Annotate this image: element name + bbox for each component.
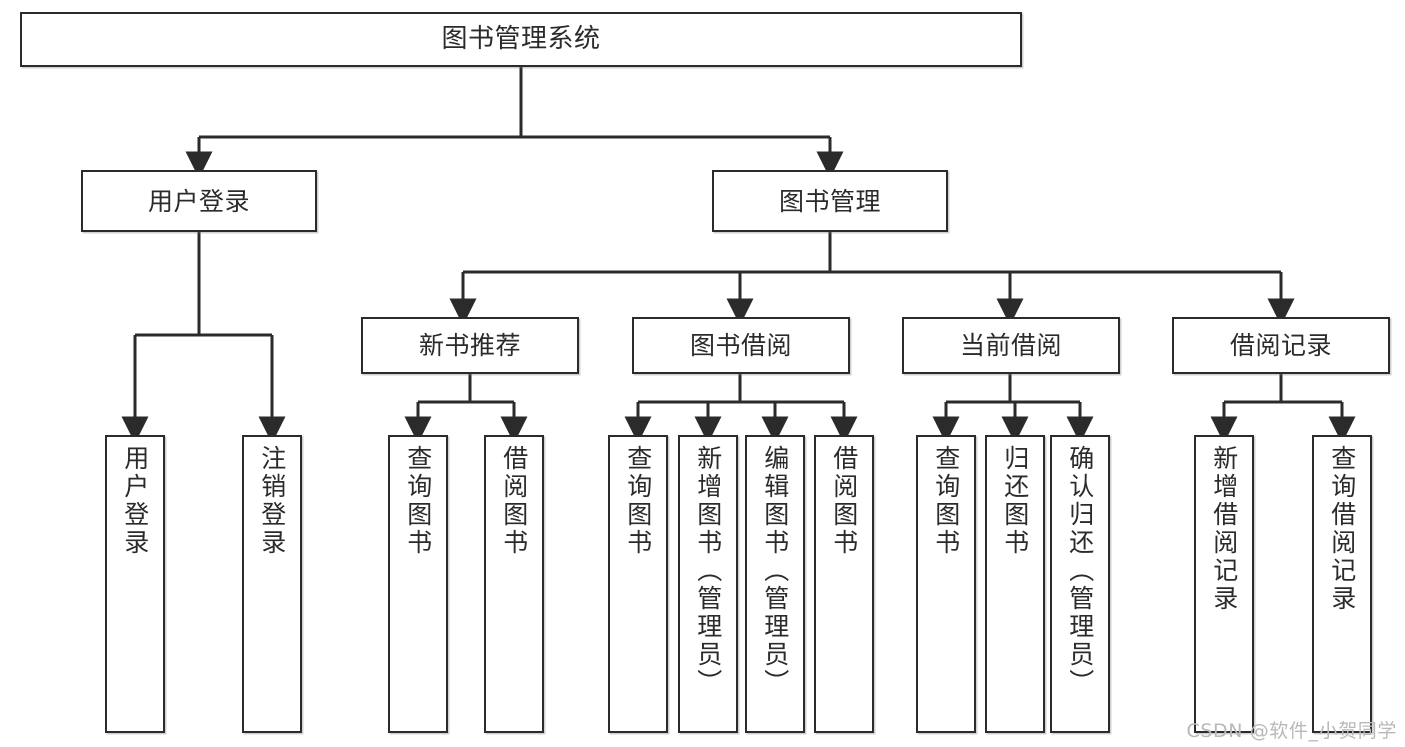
node-leaf-rec-borrow-label: 借阅图书: [499, 445, 529, 557]
node-leaf-borrow-do-label: 借阅图书: [829, 445, 859, 557]
node-leaf-current-confirm[interactable]: 确认归还（管理员）: [1050, 435, 1110, 733]
node-leaf-user-login-label: 用户登录: [120, 445, 150, 557]
node-leaf-user-logout-label: 注销登录: [257, 445, 287, 557]
node-leaf-record-add[interactable]: 新增借阅记录: [1194, 435, 1254, 733]
node-book-manage[interactable]: 图书管理: [712, 170, 948, 232]
node-leaf-record-query[interactable]: 查询借阅记录: [1312, 435, 1372, 733]
node-new-book-rec[interactable]: 新书推荐: [361, 317, 579, 374]
node-leaf-borrow-add-label: 新增图书（管理员）: [693, 445, 723, 697]
node-leaf-current-confirm-label: 确认归还（管理员）: [1065, 445, 1095, 697]
node-book-manage-label: 图书管理: [778, 186, 881, 216]
node-leaf-borrow-query[interactable]: 查询图书: [608, 435, 668, 733]
node-current-borrow-label: 当前借阅: [959, 331, 1062, 360]
node-leaf-record-query-label: 查询借阅记录: [1327, 445, 1357, 613]
node-leaf-rec-query[interactable]: 查询图书: [388, 435, 448, 733]
node-leaf-rec-borrow[interactable]: 借阅图书: [484, 435, 544, 733]
node-leaf-current-query[interactable]: 查询图书: [916, 435, 976, 733]
node-root-label: 图书管理系统: [441, 24, 601, 55]
node-leaf-borrow-query-label: 查询图书: [623, 445, 653, 557]
node-leaf-borrow-edit-label: 编辑图书（管理员）: [760, 445, 790, 697]
node-leaf-borrow-do[interactable]: 借阅图书: [814, 435, 874, 733]
node-new-book-rec-label: 新书推荐: [418, 331, 521, 360]
node-user-login[interactable]: 用户登录: [81, 170, 317, 232]
node-root[interactable]: 图书管理系统: [20, 12, 1022, 67]
node-borrow-record[interactable]: 借阅记录: [1172, 317, 1390, 374]
node-leaf-current-return[interactable]: 归还图书: [985, 435, 1045, 733]
node-leaf-borrow-add[interactable]: 新增图书（管理员）: [678, 435, 738, 733]
node-leaf-record-add-label: 新增借阅记录: [1209, 445, 1239, 613]
node-leaf-borrow-edit[interactable]: 编辑图书（管理员）: [745, 435, 805, 733]
node-book-borrow[interactable]: 图书借阅: [632, 317, 850, 374]
node-current-borrow[interactable]: 当前借阅: [902, 317, 1120, 374]
node-leaf-current-query-label: 查询图书: [931, 445, 961, 557]
node-leaf-current-return-label: 归还图书: [1000, 445, 1030, 557]
node-leaf-user-logout[interactable]: 注销登录: [242, 435, 302, 733]
node-book-borrow-label: 图书借阅: [689, 331, 792, 360]
node-user-login-label: 用户登录: [147, 186, 250, 216]
node-leaf-user-login[interactable]: 用户登录: [105, 435, 165, 733]
node-borrow-record-label: 借阅记录: [1229, 331, 1332, 360]
watermark-text: CSDN @软件_小贺同学: [1186, 720, 1397, 742]
node-leaf-rec-query-label: 查询图书: [403, 445, 433, 557]
